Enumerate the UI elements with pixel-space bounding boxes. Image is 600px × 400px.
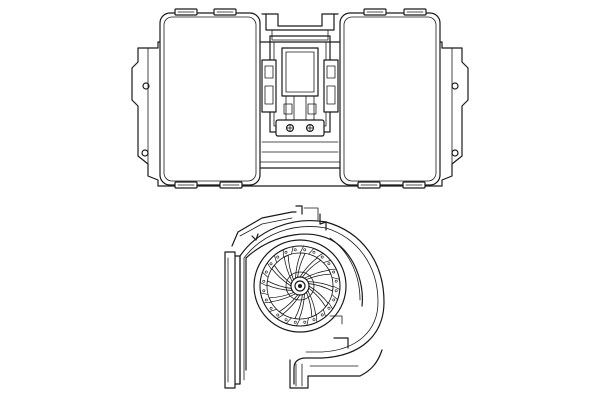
volute-housing (239, 220, 385, 389)
wheel-rivet (320, 255, 324, 259)
wheel-hub-ring (285, 271, 315, 301)
wheel-vane (299, 245, 304, 254)
wheel-rivet (269, 306, 273, 310)
wheel-vane (269, 309, 277, 312)
wheel-vane (306, 317, 309, 326)
center-motor-bracket (261, 13, 339, 137)
hub (290, 276, 310, 296)
wheel-vane (323, 260, 331, 263)
mounting-plate (131, 41, 469, 187)
wheel-rivet (312, 318, 316, 322)
wheel-vane (316, 253, 324, 258)
motor-terminal-screws (286, 123, 315, 132)
wheel-vane (331, 277, 340, 280)
wheel-rivet (320, 313, 324, 317)
wheel-blade (278, 294, 301, 315)
wheel-rivet (264, 298, 268, 302)
right-scroll-housing (339, 8, 441, 189)
mounting-hole (142, 82, 150, 90)
wheel-rivet (284, 318, 288, 322)
wheel-rivet (293, 248, 297, 252)
wheel-blade (308, 285, 329, 308)
wheel-rivet (334, 279, 338, 283)
wheel-blade (295, 252, 306, 279)
mounting-hole (141, 149, 149, 157)
wheel-vane (331, 294, 338, 301)
top-view (131, 8, 469, 189)
wheel-rivet (262, 279, 266, 283)
inlet-ring (253, 239, 347, 333)
mounting-hole (451, 82, 459, 90)
wheel-rivet (303, 320, 307, 324)
mounting-hole (451, 149, 459, 157)
wheel-rivet (276, 255, 280, 259)
wheel-vane (274, 255, 277, 263)
wheel-rivet (327, 306, 331, 310)
wheel-vane (291, 246, 294, 255)
wheel-rivet (264, 270, 268, 274)
wheel-vane (308, 248, 315, 255)
wheel-rivet (269, 262, 273, 266)
wheel-blade (304, 269, 332, 280)
wheel-rivet (303, 248, 307, 252)
wheel-rivet (262, 289, 266, 293)
wheel-vane (260, 292, 269, 295)
wheel-vane (285, 317, 292, 324)
wheel-blade (299, 257, 322, 278)
wheel-vane (259, 282, 268, 287)
wheel-vane (296, 318, 301, 327)
wheel-rivet (332, 298, 336, 302)
wheel-blade (294, 293, 305, 320)
wheel-rivet (276, 313, 280, 317)
wheel-rivet (293, 320, 297, 324)
wheel-blade (283, 254, 294, 282)
wheel-blade (307, 281, 334, 292)
wheel-rivet (312, 250, 316, 254)
wheel-vane (332, 285, 341, 290)
wheel-rivet (332, 270, 336, 274)
wheel-rivet (327, 262, 331, 266)
left-scroll-housing (159, 8, 261, 189)
wheel-blade (268, 292, 296, 303)
wheel-rivet (284, 250, 288, 254)
wheel-vane (276, 314, 284, 319)
wheel-blade (306, 290, 317, 318)
wheel-outer-rim (259, 245, 341, 327)
outlet-flange (224, 251, 241, 389)
wheel-vane (267, 262, 272, 270)
blower-wheel (259, 245, 341, 327)
side-view (224, 205, 385, 389)
wheel-vane (262, 271, 269, 278)
wheel-blade (266, 280, 293, 291)
wheel-vane (328, 302, 333, 310)
wheel-rivet (334, 289, 338, 293)
wheel-vane (323, 309, 326, 317)
wheel-blade (271, 264, 292, 287)
